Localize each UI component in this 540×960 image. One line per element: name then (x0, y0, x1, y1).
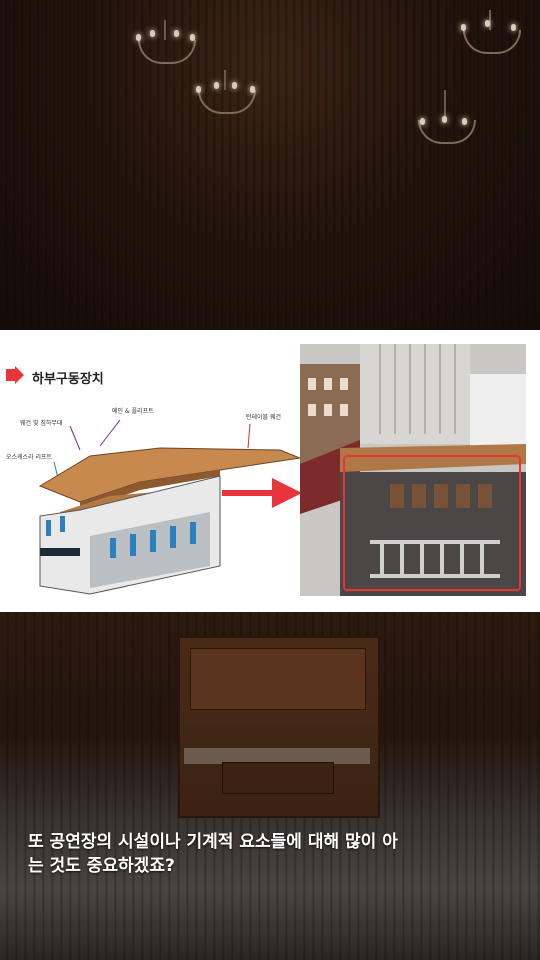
main-lift-label: 메인 & 플리프트 (112, 408, 154, 415)
orchestra-lift-label: 오스케스라 리프트 (6, 454, 53, 461)
red-arrow-icon (6, 366, 24, 384)
chandelier-image (190, 70, 260, 130)
piano-bench-image (222, 762, 334, 794)
stage-photo-bottom (0, 612, 540, 960)
wagon-lift-label: 웨건 및 침하무대 (20, 420, 63, 427)
chandelier-image (130, 20, 200, 80)
chandelier-image (410, 90, 480, 150)
diagram-title: 하부구동장치 (32, 372, 104, 387)
under-stage-diagram: 하부구동장치 웨건 및 침하무대 메인 & 플리프트 턴테이블 웨건 오스케스라… (0, 342, 300, 602)
stage-photo-top (0, 0, 540, 330)
theater-cross-section-render (300, 344, 526, 596)
subtitle-caption: 또 공연장의 시설이나 기계적 요소들에 대해 많이 아 는 것도 중요하겠죠? (28, 830, 518, 878)
stage-machinery-diagram: 하부구동장치 웨건 및 침하무대 메인 & 플리프트 턴테이블 웨건 오스케스라… (0, 330, 540, 612)
red-arrow-icon (222, 478, 302, 508)
stage-lift-illustration (38, 419, 300, 595)
turntable-wagon-label: 턴테이블 웨건 (246, 414, 282, 421)
piano-image (178, 636, 380, 818)
caption-line-2: 는 것도 중요하겠죠? (28, 856, 175, 876)
caption-line-1: 또 공연장의 시설이나 기계적 요소들에 대해 많이 아 (28, 832, 398, 852)
chandelier-image (455, 10, 525, 70)
